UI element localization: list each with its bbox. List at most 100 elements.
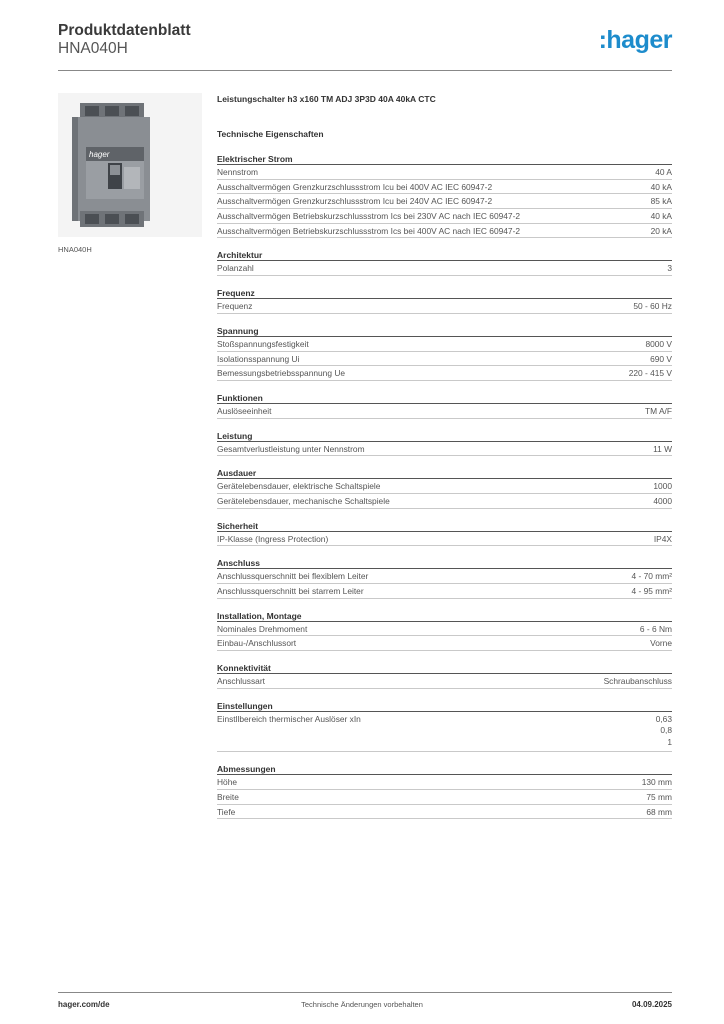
hager-logo[interactable]: :hager xyxy=(598,26,673,54)
spec-label: Breite xyxy=(217,791,239,802)
spec-label: Nominales Drehmoment xyxy=(217,623,308,634)
footer-website-link[interactable]: hager.com/de xyxy=(58,1000,110,1009)
spec-value: IP4X xyxy=(653,533,672,544)
spec-label: Polanzahl xyxy=(217,263,254,274)
spec-label: Anschlussart xyxy=(217,676,265,687)
spec-label: Gesamtverlustleistung unter Nennstrom xyxy=(217,443,365,454)
header-divider xyxy=(58,70,672,71)
spec-row: Ausschaltvermögen Betriebskurzschlussstr… xyxy=(217,224,672,239)
section-heading: Installation, Montage xyxy=(217,610,672,622)
spec-row: Breite 75 mm xyxy=(217,790,672,805)
spec-label: Stoßspannungsfestigkeit xyxy=(217,338,309,349)
spec-row: Ausschaltvermögen Grenzkurzschlussstrom … xyxy=(217,194,672,210)
spec-value-line: 1 xyxy=(667,736,672,747)
spec-label: Gerätelebensdauer, mechanische Schaltspi… xyxy=(217,495,390,506)
spec-row: Polanzahl 3 xyxy=(217,261,672,277)
spec-value: 4000 xyxy=(653,495,672,506)
section-heading: Spannung xyxy=(217,325,672,337)
spec-label: Anschlussquerschnitt bei starrem Leiter xyxy=(217,586,364,596)
section-heading: Konnektivität xyxy=(217,662,672,675)
spec-label: IP-Klasse (Ingress Protection) xyxy=(217,533,329,544)
spec-label: Gerätelebensdauer, elektrische Schaltspi… xyxy=(217,481,381,492)
spec-value: 4 - 95 mm² xyxy=(631,586,673,596)
section-heading: Ausdauer xyxy=(217,467,672,480)
spec-label: Einbau-/Anschlussort xyxy=(217,638,297,649)
spec-value-line: 0,63 xyxy=(655,713,672,724)
page-header: Produktdatenblatt HNA040H :hager xyxy=(58,22,672,68)
spec-row: Einbau-/Anschlussort Vorne xyxy=(217,636,672,652)
product-title: Leistungschalter h3 x160 TM ADJ 3P3D 40A… xyxy=(217,94,436,104)
spec-value: 130 mm xyxy=(641,777,672,788)
spec-content: Leistungschalter h3 x160 TM ADJ 3P3D 40A… xyxy=(217,94,673,820)
image-caption: HNA040H xyxy=(58,245,92,254)
spec-value: Schraubanschluss xyxy=(603,676,672,687)
spec-value: 690 V xyxy=(650,353,672,364)
spec-value: 75 mm xyxy=(646,791,672,802)
spec-label: Bemessungsbetriebsspannung Ue xyxy=(217,368,346,379)
spec-label: Anschlussquerschnitt bei flexiblem Leite… xyxy=(217,571,369,582)
section-heading: Einstellungen xyxy=(217,700,672,712)
spec-value: 40 kA xyxy=(650,181,672,192)
spec-row: Gerätelebensdauer, elektrische Schaltspi… xyxy=(217,479,672,494)
spec-row: Anschlussart Schraubanschluss xyxy=(217,674,672,689)
footer-notice: Technische Änderungen vorbehalten xyxy=(301,1000,423,1009)
spec-label: Ausschaltvermögen Betriebskurzschlussstr… xyxy=(217,225,521,236)
spec-label: Höhe xyxy=(217,777,238,788)
spec-row: Tiefe 68 mm xyxy=(217,805,672,820)
spec-row: Isolationsspannung Ui 690 V xyxy=(217,352,672,367)
spec-row: Gesamtverlustleistung unter Nennstrom 11 … xyxy=(217,442,672,457)
section-heading: Anschluss xyxy=(217,557,672,570)
spec-label: Nennstrom xyxy=(217,167,258,177)
spec-row: Höhe 130 mm xyxy=(217,775,672,790)
spec-value: 85 kA xyxy=(650,196,672,207)
section-heading: Funktionen xyxy=(217,392,672,404)
spec-value: 40 A xyxy=(655,167,672,177)
spec-label: Tiefe xyxy=(217,806,236,817)
page-title: Produktdatenblatt xyxy=(58,22,191,39)
spec-label: Ausschaltvermögen Grenzkurzschlussstrom … xyxy=(217,181,493,192)
spec-row: Ausschaltvermögen Grenzkurzschlussstrom … xyxy=(217,180,672,195)
spec-value: 1000 xyxy=(653,481,672,492)
brand-on-device: hager xyxy=(89,150,110,159)
spec-label: Isolationsspannung Ui xyxy=(217,353,300,364)
product-code: HNA040H xyxy=(58,40,128,57)
spec-value: 40 kA xyxy=(650,211,672,222)
spec-value: 6 - 6 Nm xyxy=(639,623,672,634)
spec-value: 50 - 60 Hz xyxy=(633,301,672,312)
spec-value: 68 mm xyxy=(646,806,672,817)
section-heading: Frequenz xyxy=(217,287,672,300)
spec-value: 3 xyxy=(667,263,672,274)
spec-row: Nominales Drehmoment 6 - 6 Nm xyxy=(217,622,672,637)
tech-title: Technische Eigenschaften xyxy=(217,129,324,139)
spec-row: Ausschaltvermögen Betriebskurzschlussstr… xyxy=(217,209,672,224)
spec-value: 4 - 70 mm² xyxy=(631,571,673,582)
logo-text: hager xyxy=(606,26,672,54)
section-heading: Leistung xyxy=(217,430,672,442)
section-heading: Sicherheit xyxy=(217,520,672,532)
spec-value: Vorne xyxy=(650,638,672,649)
spec-value: 11 W xyxy=(653,443,672,454)
spec-label: Ausschaltvermögen Grenzkurzschlussstrom … xyxy=(217,196,493,207)
section-heading: Abmessungen xyxy=(217,763,672,776)
section-heading: Elektrischer Strom xyxy=(217,153,672,165)
spec-value: 8000 V xyxy=(645,338,672,349)
spec-row: Stoßspannungsfestigkeit 8000 V xyxy=(217,337,672,352)
spec-row: Anschlussquerschnitt bei flexiblem Leite… xyxy=(217,569,672,584)
spec-value: TM A/F xyxy=(645,405,672,416)
product-image: hager xyxy=(58,93,202,237)
